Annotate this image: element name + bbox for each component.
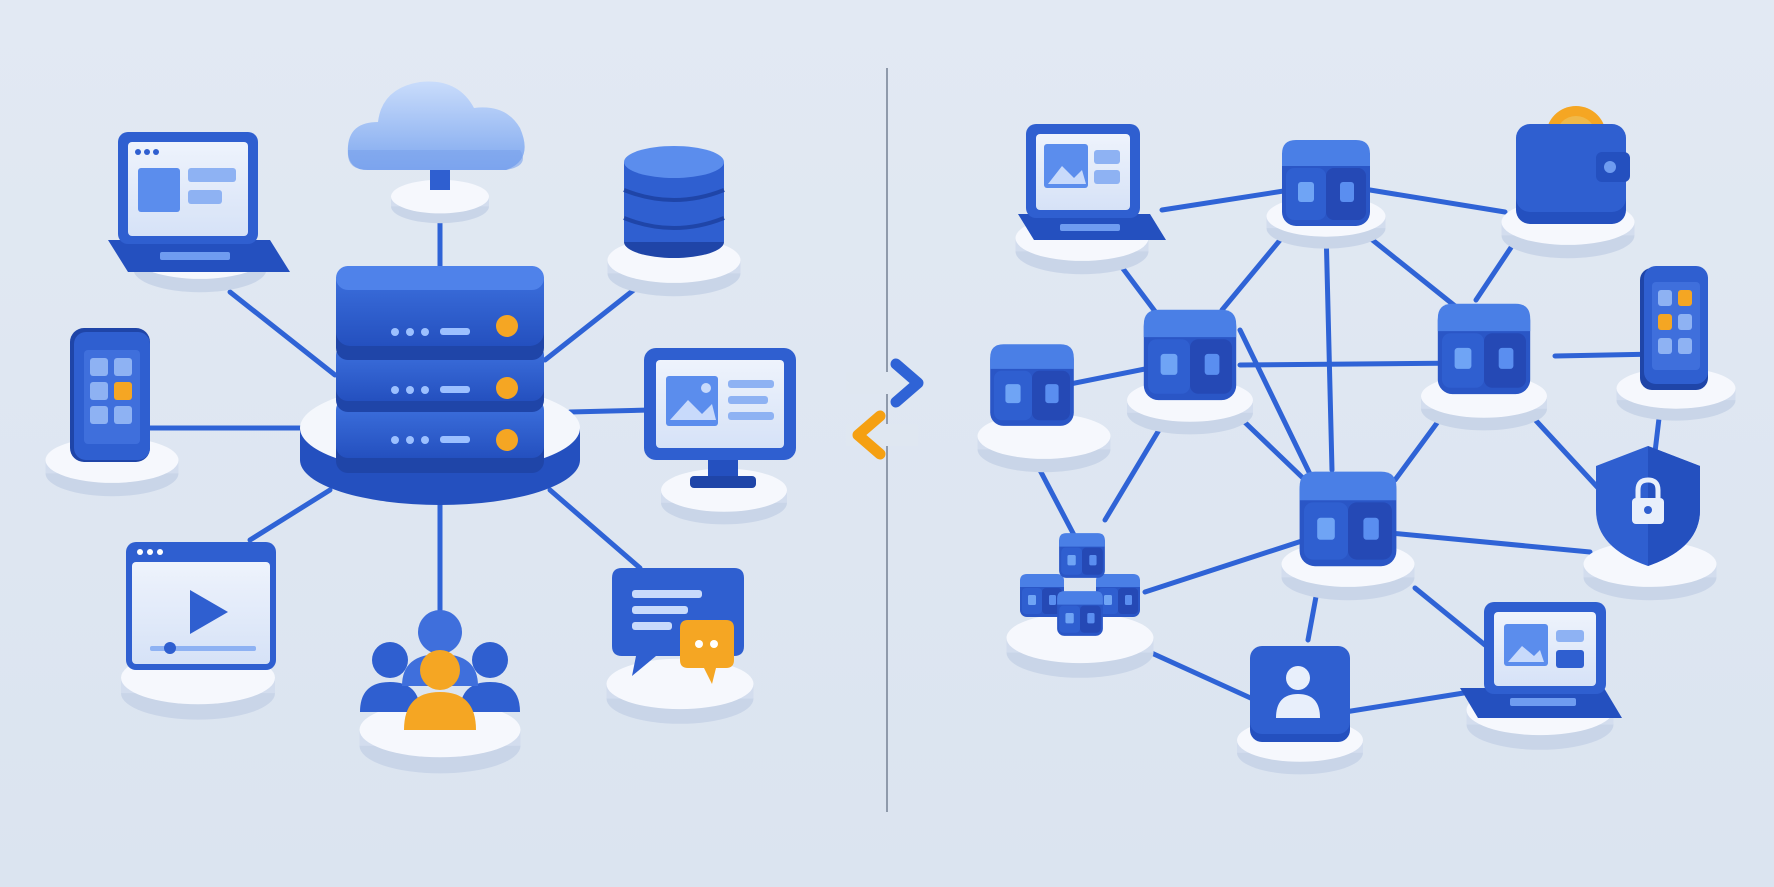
right-node-blocks — [1006, 533, 1154, 678]
left-node-database — [607, 146, 741, 297]
left-node-cloud — [347, 81, 525, 224]
left-node-laptop — [108, 132, 290, 293]
right-hub-mid-left — [1127, 309, 1253, 435]
right-node-wallet — [1501, 106, 1635, 259]
arrow-right-icon — [844, 358, 924, 408]
laptop-icon — [108, 132, 290, 272]
laptop-icon — [1018, 124, 1166, 240]
left-node-monitor — [644, 348, 796, 525]
left-node-chat — [606, 568, 754, 724]
node-cube-icon — [1143, 309, 1237, 401]
node-cube-icon — [1282, 140, 1370, 226]
node-cube-icon — [1299, 471, 1397, 567]
video-player-icon — [126, 542, 276, 670]
database-icon — [623, 146, 725, 258]
left-panel — [45, 81, 796, 774]
right-hub-mid-right — [1421, 303, 1547, 431]
left-node-users — [359, 610, 521, 774]
left-node-video — [121, 542, 276, 720]
user-profile-icon — [1250, 646, 1350, 742]
users-group-icon — [360, 610, 520, 730]
right-node-cube-left — [977, 344, 1111, 473]
laptop-icon — [1460, 602, 1622, 718]
right-node-smartphone — [1616, 266, 1736, 421]
server-stack-icon — [336, 266, 544, 473]
smartphone-icon — [1640, 266, 1708, 390]
right-hub-center — [1281, 471, 1415, 601]
monitor-icon — [644, 348, 796, 488]
right-panel — [977, 106, 1736, 775]
right-hub-top — [1266, 140, 1386, 249]
shield-lock-icon — [1596, 446, 1700, 566]
node-cube-icon — [1437, 303, 1531, 395]
right-node-user — [1237, 646, 1363, 775]
center-divider-group — [844, 68, 932, 812]
chat-bubbles-icon — [612, 568, 744, 684]
node-cube-icon — [990, 344, 1074, 426]
wallet-coin-icon — [1516, 106, 1630, 224]
cloud-icon — [347, 81, 525, 170]
smartphone-icon — [70, 328, 150, 462]
left-links — [147, 212, 653, 613]
left-node-smartphone — [45, 328, 179, 497]
right-node-laptop-top — [1015, 124, 1166, 275]
arrow-left-icon — [846, 410, 932, 460]
right-node-shield — [1583, 446, 1717, 601]
central-server-hub — [300, 266, 580, 505]
right-node-laptop-bottom — [1460, 602, 1622, 750]
